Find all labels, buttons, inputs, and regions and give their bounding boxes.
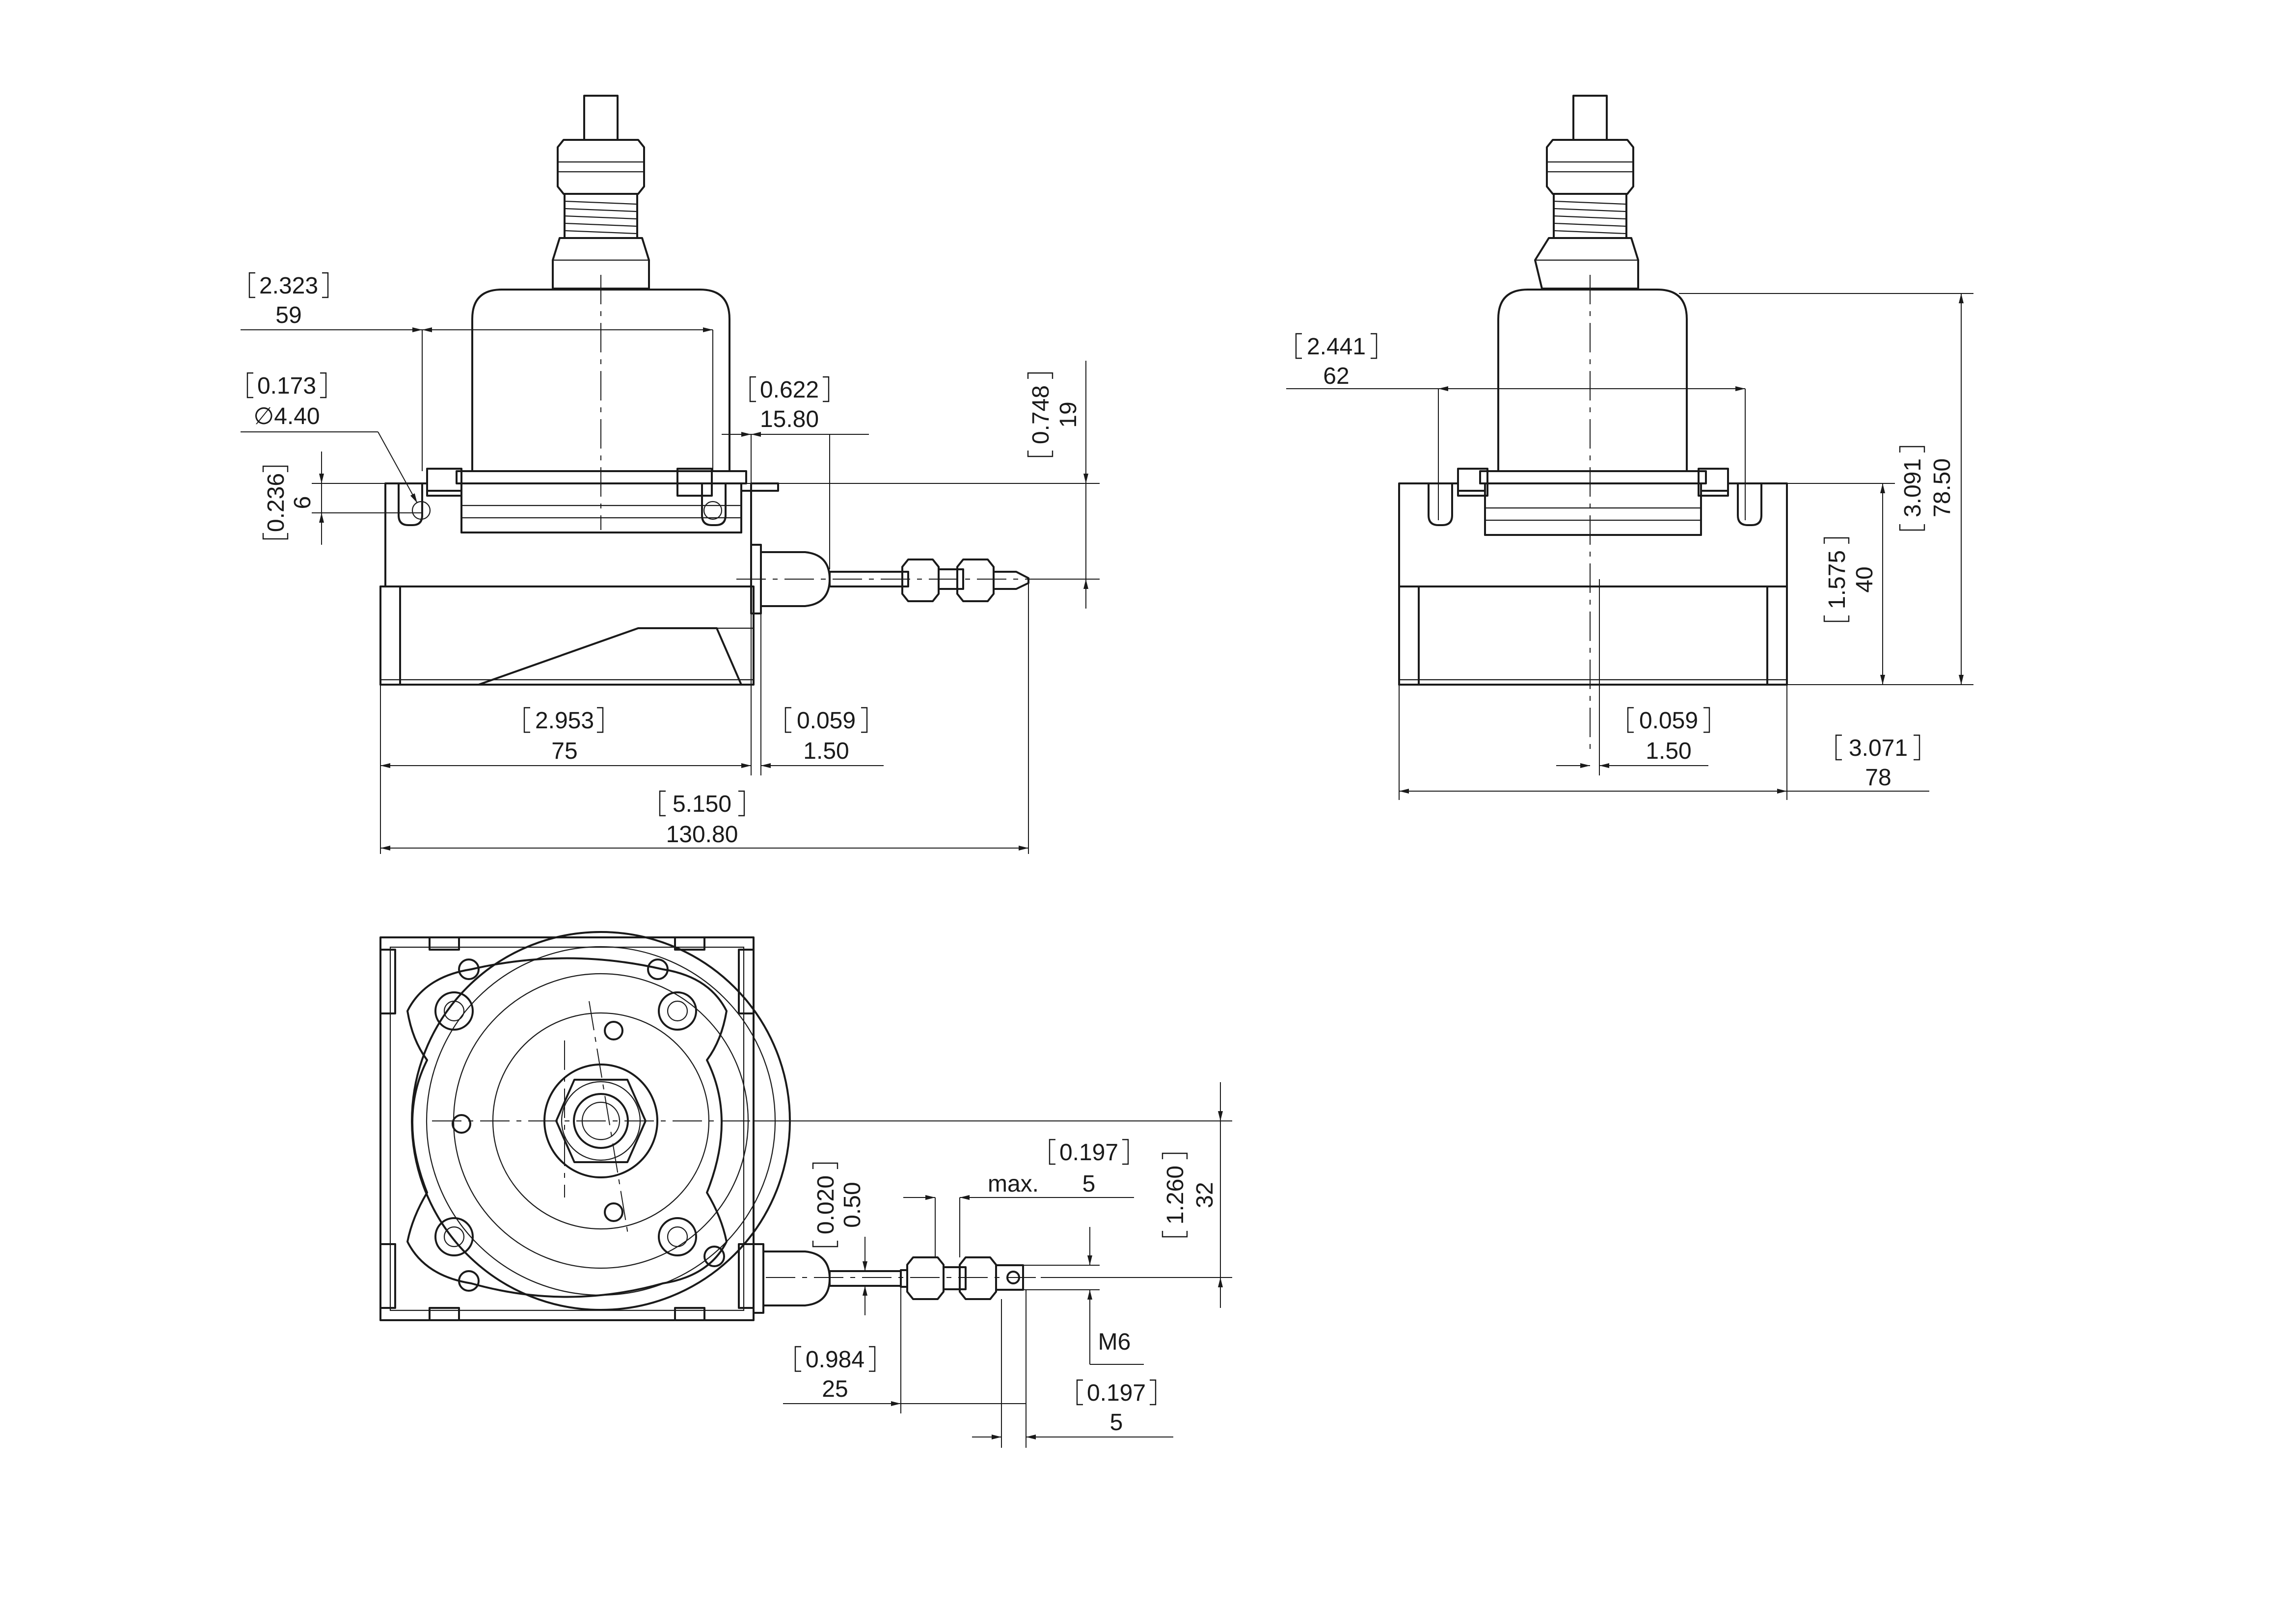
front-view-dimensions: 2.323 59 0.173 ∅4.40 0.236 6 0.622 15.80: [241, 272, 1100, 854]
top-view-dimensions: 1.260 32 0.020 0.50 0.197 max. 5 M6 0.98…: [754, 1082, 1232, 1448]
dim-150a: 1.50: [803, 738, 849, 764]
dim-3091: 3.091: [1900, 458, 1926, 517]
side-view: [1398, 95, 1788, 756]
dim-0020: 0.020: [813, 1175, 839, 1234]
dim-1580: 15.80: [760, 406, 819, 432]
dim-40: 40: [1852, 566, 1878, 592]
dim-max: max.: [988, 1171, 1039, 1197]
dim-25: 25: [822, 1376, 848, 1402]
dim-5a: 5: [1082, 1171, 1096, 1197]
dim-62: 62: [1323, 363, 1349, 389]
dim-0236: 0.236: [263, 473, 289, 532]
dim-0197b: 0.197: [1087, 1380, 1146, 1406]
dim-59: 59: [275, 302, 301, 328]
dim-2323: 2.323: [259, 273, 318, 299]
dim-3071: 3.071: [1849, 735, 1908, 761]
dim-0059b: 0.059: [1639, 708, 1698, 734]
dim-0173: 0.173: [257, 373, 316, 399]
dim-19: 19: [1055, 401, 1081, 427]
dim-2953: 2.953: [535, 708, 594, 734]
dim-dia440: ∅4.40: [253, 403, 320, 429]
front-view: [379, 95, 1065, 686]
dim-0748: 0.748: [1028, 385, 1054, 444]
top-view: [379, 931, 1129, 1321]
dim-78: 78: [1865, 765, 1891, 791]
dim-0984: 0.984: [806, 1347, 864, 1373]
side-view-dimensions: 2.441 62 3.091 78.50 1.575 40 0.059 1.50…: [1286, 293, 1973, 800]
dim-m6: M6: [1098, 1329, 1131, 1355]
dim-2441: 2.441: [1307, 334, 1366, 360]
dim-5b: 5: [1110, 1410, 1123, 1436]
dim-150b: 1.50: [1646, 738, 1691, 764]
dim-6: 6: [290, 496, 316, 509]
dim-0197a: 0.197: [1059, 1140, 1118, 1166]
dim-050: 0.50: [839, 1182, 865, 1227]
dim-1575: 1.575: [1824, 550, 1850, 609]
dim-13080: 130.80: [666, 822, 738, 848]
dim-32: 32: [1192, 1182, 1218, 1208]
dim-0059a: 0.059: [797, 708, 856, 734]
dim-75: 75: [551, 738, 577, 764]
dim-7850: 78.50: [1929, 458, 1955, 517]
dim-5150: 5.150: [673, 791, 731, 817]
dim-0622: 0.622: [760, 377, 819, 403]
dim-1260: 1.260: [1162, 1166, 1189, 1224]
